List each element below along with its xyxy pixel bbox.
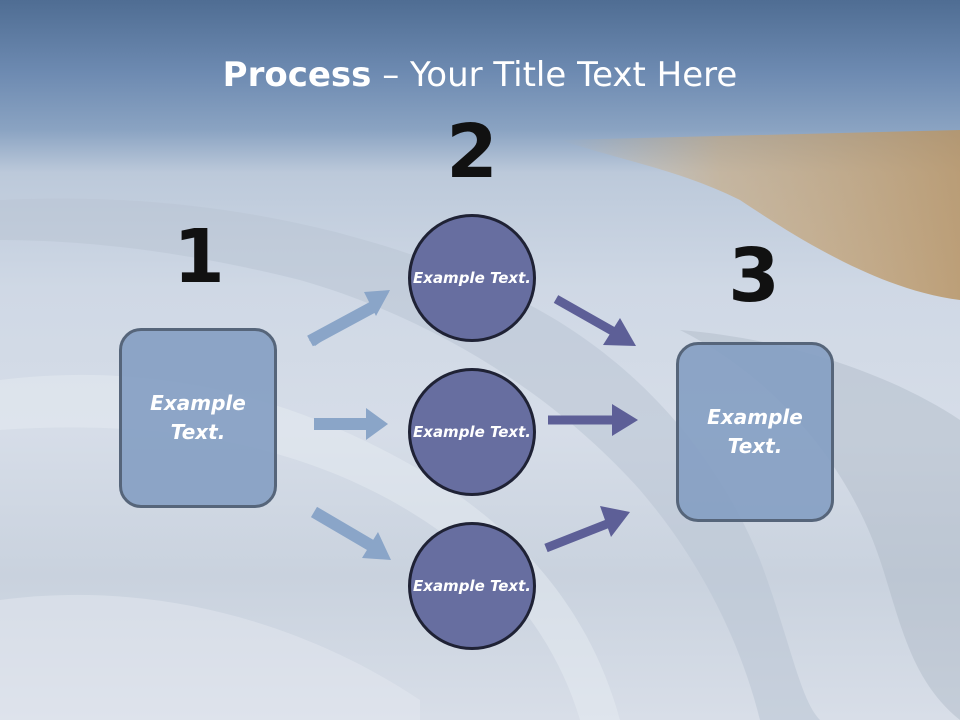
step-number-3: 3 <box>728 233 780 319</box>
title-bold: Process <box>222 55 372 95</box>
step-1-box: Example Text. <box>119 328 277 508</box>
title-separator: – <box>371 55 411 95</box>
step-3-box: Example Text. <box>676 342 834 522</box>
step-2-circle-bottom: Example Text. <box>408 522 536 650</box>
step-2-circle-top: Example Text. <box>408 214 536 342</box>
step-1-label: Example Text. <box>150 391 246 444</box>
step-number-2: 2 <box>446 109 498 195</box>
slide-title: Process – Your Title Text Here <box>0 52 960 98</box>
step-2-circle-top-label: Example Text. <box>413 268 531 287</box>
step-2-circle-middle: Example Text. <box>408 368 536 496</box>
step-3-label: Example Text. <box>707 405 803 458</box>
title-rest: Your Title Text Here <box>410 55 738 95</box>
step-2-circle-bottom-label: Example Text. <box>413 576 531 595</box>
step-2-circle-middle-label: Example Text. <box>413 422 531 441</box>
step-number-1: 1 <box>173 214 225 300</box>
